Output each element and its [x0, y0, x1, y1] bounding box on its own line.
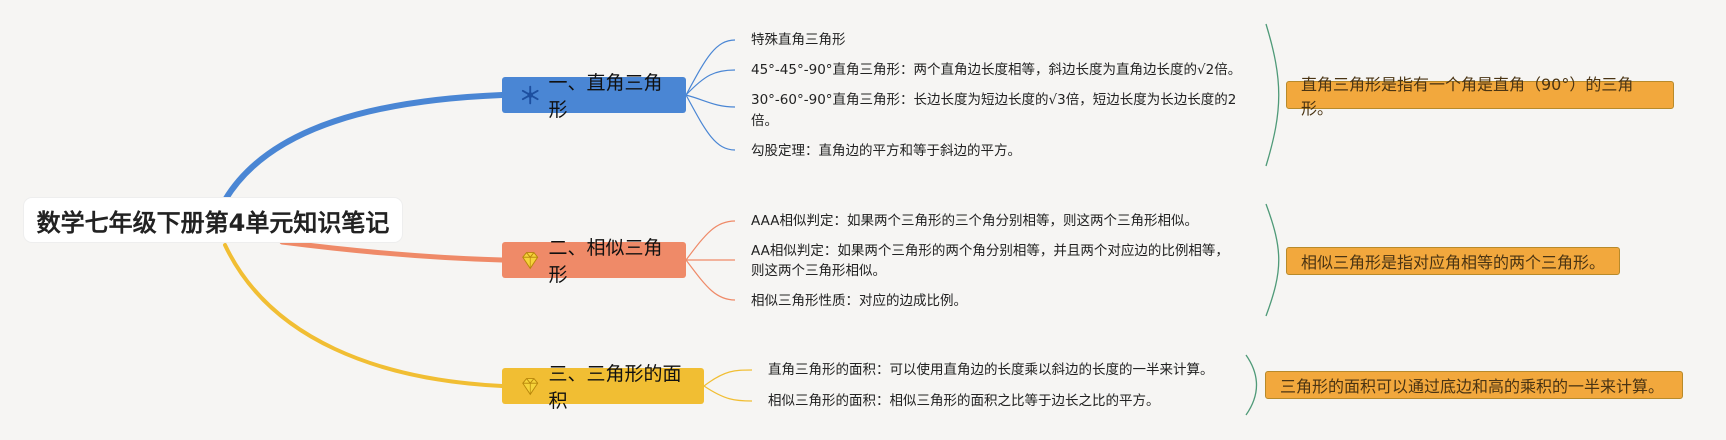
leaf-connector — [703, 369, 753, 387]
leaf-text[interactable]: 相似三角形的面积：相似三角形的面积之比等于边长之比的平方。 — [768, 393, 1160, 409]
leaf-text[interactable]: AAA相似判定：如果两个三角形的三个角分别相等，则这两个三角形相似。 — [751, 213, 1198, 229]
diamond-icon — [522, 378, 539, 396]
branch-triangle-area[interactable]: 三、三角形的面积 — [502, 363, 704, 412]
leaf-text[interactable]: 相似三角形性质：对应的边成比例。 — [751, 293, 967, 309]
leaf-connector — [685, 94, 736, 108]
leaf-text[interactable]: 45°-45°-90°直角三角形：两个直角边长度相等，斜边长度为直角边长度的√2… — [751, 62, 1242, 78]
root-connector-3 — [223, 243, 504, 388]
root-connector-1 — [222, 92, 505, 203]
branch-label: 三、三角形的面积 — [548, 363, 682, 412]
leaf-text[interactable]: 30°-60°-90°直角三角形：长边长度为短边长度的√3倍，短边长度为长边长度… — [751, 92, 1237, 108]
leaf-text[interactable]: AA相似判定：如果两个三角形的两个角分别相等，并且两个对应边的比例相等， — [751, 243, 1229, 259]
leaf-connector — [685, 259, 736, 301]
leaf-text[interactable]: 则这两个三角形相似。 — [751, 263, 886, 279]
root-connector-2 — [279, 239, 505, 263]
leaf-connector — [685, 220, 736, 261]
summary-box[interactable]: 相似三角形是指对应角相等的两个三角形。 — [1286, 247, 1620, 275]
leaf-text[interactable]: 直角三角形的面积：可以使用直角边的长度乘以斜边的长度的一半来计算。 — [768, 362, 1214, 378]
summary-bracket — [1265, 203, 1280, 317]
leaf-connector — [685, 94, 736, 151]
leaf-text[interactable]: 勾股定理：直角边的平方和等于斜边的平方。 — [751, 143, 1021, 159]
summary-box[interactable]: 三角形的面积可以通过底边和高的乘积的一半来计算。 — [1265, 371, 1683, 399]
root-topic[interactable]: 数学七年级下册第4单元知识笔记 — [24, 198, 402, 242]
leaf-connector — [685, 69, 736, 96]
diamond-icon — [522, 252, 539, 270]
summary-bracket — [1245, 354, 1258, 416]
summary-bracket — [1265, 23, 1280, 167]
branch-similar-triangles[interactable]: 二、相似三角形 — [502, 237, 686, 286]
branch-label: 二、相似三角形 — [548, 237, 663, 286]
branch-label: 一、直角三角形 — [548, 72, 663, 121]
leaf-text[interactable]: 倍。 — [751, 113, 778, 129]
leaf-text[interactable]: 特殊直角三角形 — [751, 32, 846, 48]
leaf-connector — [685, 39, 736, 96]
leaf-connector — [703, 385, 753, 402]
branch-right-triangle[interactable]: 一、直角三角形 — [502, 72, 686, 121]
snowflake-icon — [521, 85, 539, 105]
summary-box[interactable]: 直角三角形是指有一个角是直角（90°）的三角形。 — [1286, 75, 1674, 118]
